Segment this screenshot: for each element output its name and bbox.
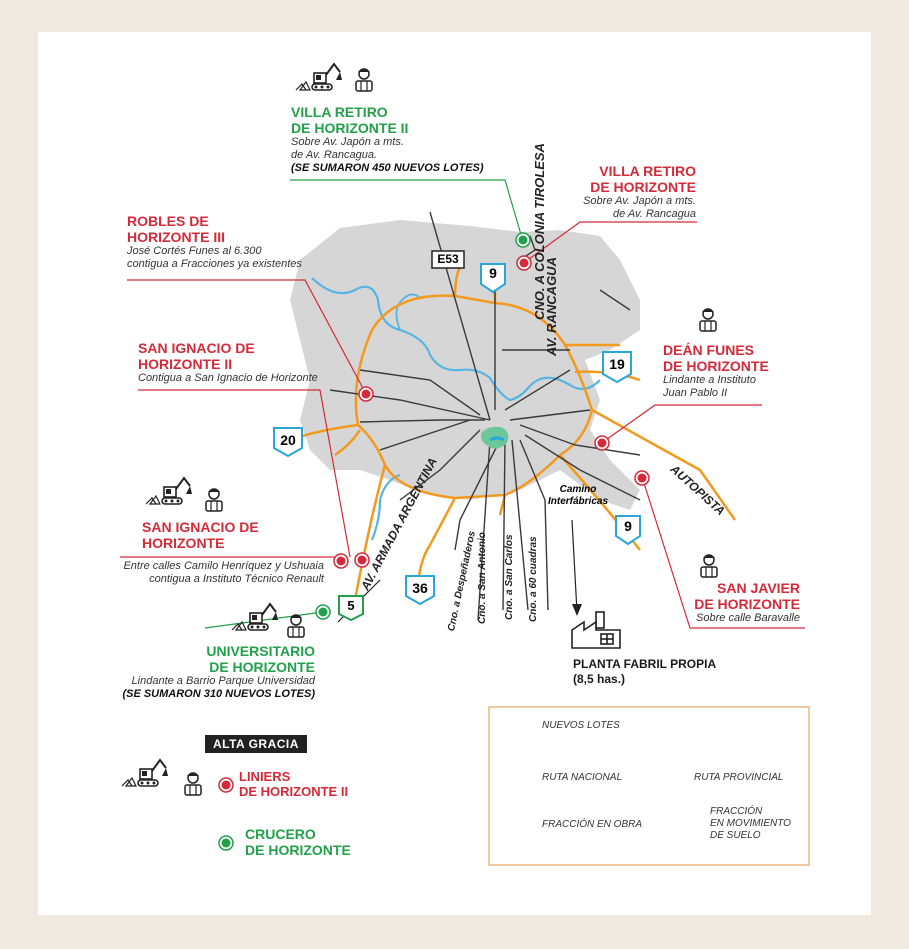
orange-roads xyxy=(295,261,737,601)
marker-crucero[interactable] xyxy=(218,835,234,851)
label-san-ignacio-sub: Entre calles Camilo Henríquez y Ushuaia … xyxy=(123,560,324,585)
route-shield-icon xyxy=(273,250,641,622)
excavator-icon xyxy=(145,477,193,505)
label-villa-retiro-ii: VILLA RETIRO DE HORIZONTE II Sobre Av. J… xyxy=(291,104,484,174)
leader-villa-retiro-ii xyxy=(290,179,523,239)
road-san-antonio: Cno. a San Antonio xyxy=(477,532,488,624)
route-36: 36 xyxy=(412,580,428,596)
leader-universitario xyxy=(204,611,324,629)
marker-dean-funes[interactable] xyxy=(594,435,610,451)
label-liniers: LINIERS DE HORIZONTE II xyxy=(239,769,349,799)
label-robles: ROBLES DE HORIZONTE III José Cortés Fune… xyxy=(127,213,302,270)
marker-robles[interactable] xyxy=(358,386,374,402)
label-crucero: CRUCERO DE HORIZONTE xyxy=(245,826,351,858)
leader-planta xyxy=(571,519,578,613)
factory-icon xyxy=(571,611,621,649)
route-9-south: 9 xyxy=(624,518,632,534)
legend-fraccion-obra: FRACCIÓN EN OBRA xyxy=(542,819,643,830)
road-60-cuadras: Cno. a 60 cuadras xyxy=(528,536,539,622)
leader-san-ignacio-ii xyxy=(138,389,351,558)
marker-villa-retiro-ii[interactable] xyxy=(515,232,531,248)
leader-robles xyxy=(127,279,366,393)
worker-icon xyxy=(287,613,305,638)
worker-icon xyxy=(184,771,202,796)
legend-ruta-provincial: RUTA PROVINCIAL xyxy=(694,772,784,783)
worker-icon xyxy=(355,67,373,92)
label-planta: PLANTA FABRIL PROPIA (8,5 has.) xyxy=(573,657,717,686)
worker-icon xyxy=(699,307,717,332)
label-universitario: UNIVERSITARIO DE HORIZONTE Lindante a Ba… xyxy=(122,643,315,700)
marker-san-ignacio-ii[interactable] xyxy=(354,552,370,568)
route-20: 20 xyxy=(280,432,296,448)
leader-dean-funes xyxy=(602,404,762,443)
route-19: 19 xyxy=(609,356,625,372)
route-9-north: 9 xyxy=(489,265,497,281)
alta-gracia-badge: ALTA GRACIA xyxy=(205,735,307,753)
leader-villa-retiro xyxy=(524,221,697,263)
legend-fraccion-movimiento: FRACCIÓN EN MOVIMIENTO DE SUELO xyxy=(710,806,791,841)
excavator-icon xyxy=(231,603,279,631)
road-san-carlos: Cno. a San Carlos xyxy=(504,534,515,620)
legend-ruta-nacional: RUTA NACIONAL xyxy=(542,772,623,783)
route-e53: E53 xyxy=(437,252,459,266)
marker-liniers[interactable] xyxy=(218,777,234,793)
excavator-icon xyxy=(295,63,343,91)
legend-nuevos-lotes: NUEVOS LOTES xyxy=(542,720,620,731)
route-5: 5 xyxy=(347,598,355,613)
marker-villa-retiro[interactable] xyxy=(516,255,532,271)
worker-icon xyxy=(700,553,718,578)
urban-roads xyxy=(329,211,641,621)
marker-san-javier[interactable] xyxy=(634,470,650,486)
legend xyxy=(488,706,810,866)
city-area xyxy=(290,220,640,510)
marker-san-ignacio[interactable] xyxy=(333,553,349,569)
label-villa-retiro: VILLA RETIRO DE HORIZONTE Sobre Av. Japó… xyxy=(583,163,696,220)
road-camino-interfabricas: Camino Interfábricas xyxy=(548,484,609,507)
leader-san-javier xyxy=(642,479,805,629)
river xyxy=(311,277,601,402)
worker-icon xyxy=(205,487,223,512)
excavator-icon xyxy=(121,759,169,787)
road-rancagua: AV. RANCAGUA xyxy=(544,257,559,356)
marker-universitario[interactable] xyxy=(315,604,331,620)
label-dean-funes: DEÁN FUNES DE HORIZONTE Lindante a Insti… xyxy=(663,342,769,399)
label-san-javier: SAN JAVIER DE HORIZONTE Sobre calle Bara… xyxy=(694,580,800,624)
label-san-ignacio-ii: SAN IGNACIO DE HORIZONTE II Contigua a S… xyxy=(138,340,318,384)
label-san-ignacio: SAN IGNACIO DE HORIZONTE xyxy=(142,519,259,551)
